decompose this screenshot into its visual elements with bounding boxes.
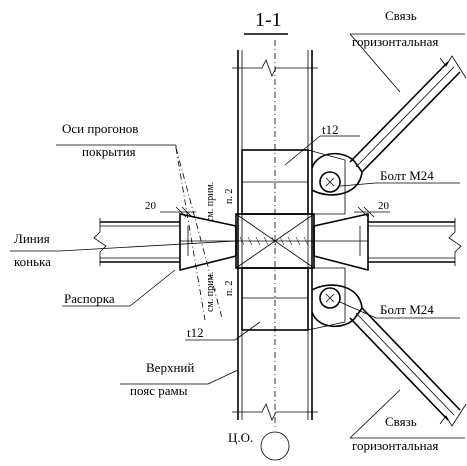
- purlin-axes-label-2: покрытия: [82, 144, 136, 159]
- bottom-plate-label: t12: [187, 325, 204, 340]
- dimension-right: [354, 206, 390, 218]
- bottom-bolt-circle: [319, 287, 341, 309]
- bottom-brace: [311, 284, 467, 427]
- top-plate-label: t12: [322, 122, 339, 137]
- vertical-chord: [232, 40, 318, 430]
- center-axis-marker: [260, 431, 290, 461]
- note-top: см. прим. п. 2: [205, 182, 235, 222]
- dimension-right-label: 20: [378, 200, 390, 212]
- ridge-line-label-1: Линия: [14, 231, 50, 246]
- svg-text:см. прим.: см. прим.: [205, 182, 216, 222]
- bottom-brace-label-2: горизонтальная: [352, 438, 438, 453]
- bottom-bolt-label: Болт М24: [380, 302, 434, 317]
- top-brace-label-2: горизонтальная: [352, 34, 438, 49]
- top-bolt-circle: [319, 171, 341, 193]
- upper-chord-label-2: пояс рамы: [130, 383, 188, 398]
- svg-text:см. прим.: см. прим.: [205, 272, 216, 312]
- dimension-left: [160, 206, 196, 218]
- svg-text:п. 2: п. 2: [224, 281, 235, 296]
- dimension-left-label: 20: [145, 200, 157, 212]
- left-strut: [93, 213, 237, 272]
- right-strut: [313, 213, 462, 272]
- leader-lines: [10, 33, 465, 439]
- strut-label: Распорка: [64, 291, 115, 306]
- svg-text:п. 2: п. 2: [224, 189, 235, 204]
- top-brace: [311, 55, 467, 196]
- purlin-axis-line-right: [175, 147, 223, 319]
- purlin-axis-line-left: [175, 147, 206, 321]
- purlin-axes-label-1: Оси прогонов: [62, 121, 138, 136]
- upper-chord-label-1: Верхний: [146, 360, 194, 375]
- center-axis-label: Ц.О.: [228, 430, 253, 445]
- note-bottom: см. прим. п. 2: [205, 272, 235, 312]
- ridge-line-label-2: конька: [14, 254, 51, 269]
- top-bolt-label: Болт М24: [380, 168, 434, 183]
- section-title: 1-1: [255, 9, 282, 31]
- bottom-brace-label-1: Связь: [385, 414, 417, 429]
- top-brace-label-1: Связь: [385, 8, 417, 23]
